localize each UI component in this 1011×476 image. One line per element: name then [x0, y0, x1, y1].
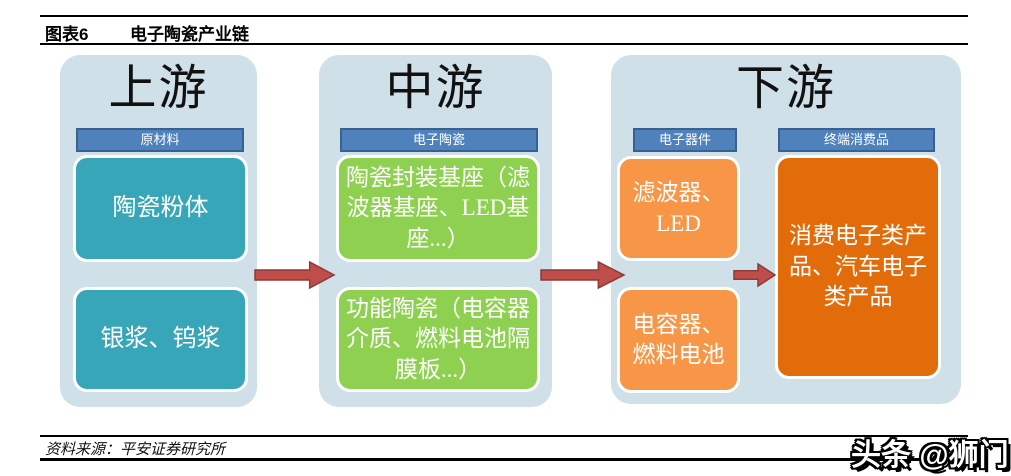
node-consumer-automotive-electronics: 消费电子类产品、汽车电子类产品	[775, 155, 941, 379]
top-rule	[40, 15, 968, 17]
flow-arrow-upstream-to-midstream-icon	[254, 260, 336, 290]
node-silver-tungsten-paste: 银浆、钨浆	[73, 287, 248, 392]
category-header-end-consumer-goods: 终端消费品	[778, 128, 935, 152]
node-ceramic-package-base: 陶瓷封装基座（滤波器基座、LED基座...）	[336, 155, 540, 262]
flow-arrow-midstream-to-downstream-icon	[540, 260, 626, 290]
source-rule-top	[40, 435, 968, 437]
flow-arrow-devices-to-consumer-icon	[733, 262, 777, 288]
stage-panel-downstream: 下游 电子器件 终端消费品 滤波器、LED 电容器、燃料电池 消费电子类产品、汽…	[611, 55, 961, 404]
watermark: 头条 @狮门	[851, 439, 1009, 472]
node-ceramic-powder: 陶瓷粉体	[73, 155, 248, 262]
node-filter-led: 滤波器、LED	[617, 156, 740, 261]
figure-label: 图表6	[45, 25, 89, 44]
stage-panel-upstream: 上游 原材料 陶瓷粉体 银浆、钨浆	[60, 55, 257, 407]
stage-title-upstream: 上游	[108, 62, 209, 115]
source-note: 资料来源：平安证券研究所	[45, 442, 226, 458]
stage-panel-midstream: 中游 电子陶瓷 陶瓷封装基座（滤波器基座、LED基座...） 功能陶瓷（电容器介…	[319, 55, 552, 407]
figure-title: 电子陶瓷产业链	[130, 25, 249, 44]
source-rule-bottom	[40, 458, 968, 461]
node-functional-ceramics: 功能陶瓷（电容器介质、燃料电池隔膜板...）	[336, 287, 540, 392]
node-capacitor-fuel-cell: 电容器、燃料电池	[617, 287, 740, 393]
category-header-electronic-devices: 电子器件	[633, 128, 737, 152]
category-header-raw-materials: 原材料	[76, 128, 244, 152]
caption-underline	[40, 43, 968, 45]
category-header-electronic-ceramics: 电子陶瓷	[340, 128, 538, 152]
stage-title-downstream: 下游	[735, 62, 836, 115]
stage-title-midstream: 中游	[385, 62, 486, 115]
